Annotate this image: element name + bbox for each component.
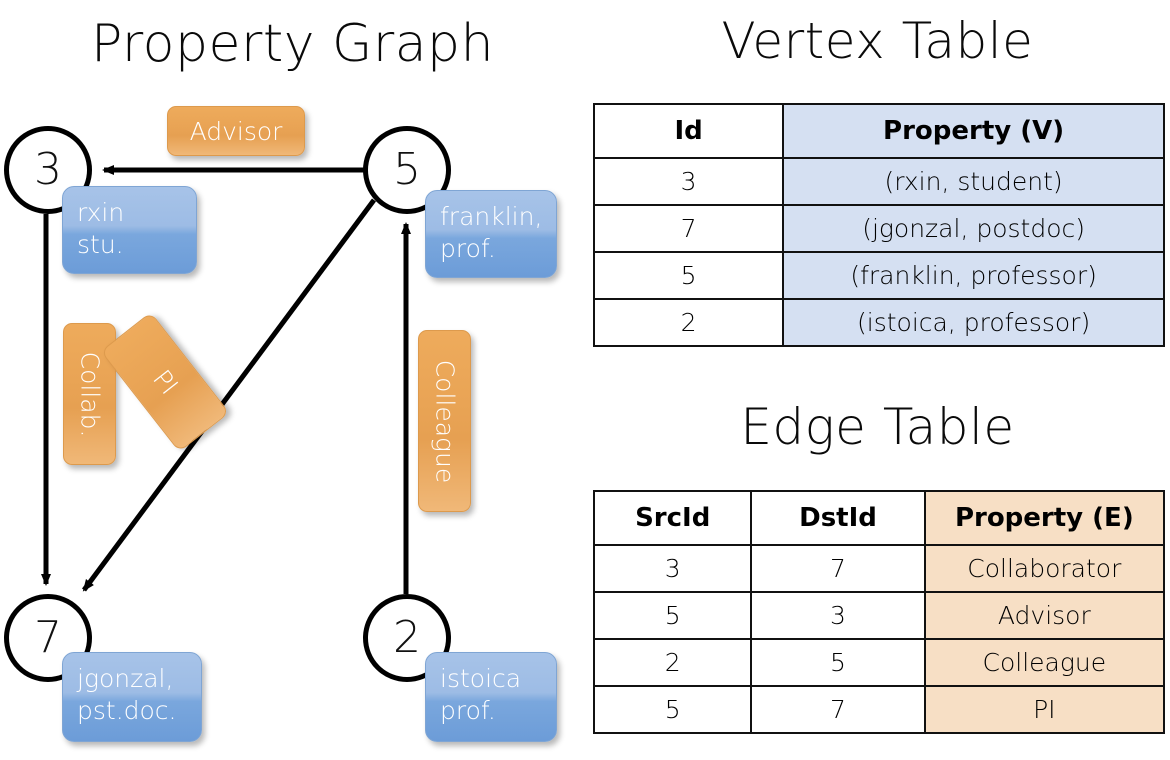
edge-arrow-pi	[81, 198, 377, 592]
table-row: 2 5 Colleague	[592, 638, 1166, 687]
table-row: 7 (jgonzal, postdoc)	[592, 204, 1165, 253]
table-header-row: Id Property (V)	[592, 103, 1165, 159]
edge-table-cell-dstid: 7	[750, 685, 926, 734]
vertex-table: Id Property (V) 3 (rxin, student) 7 (jgo…	[592, 103, 1165, 347]
page-title-edge-table: Edge Table	[740, 398, 1015, 456]
edge-table-cell-srcid: 3	[592, 544, 753, 593]
table-row: 2 (istoica, professor)	[592, 298, 1165, 347]
vertex-table-cell-id: 5	[592, 251, 785, 300]
vertex-node-3-label: 3	[34, 144, 62, 195]
table-row: 5 3 Advisor	[592, 591, 1166, 640]
vertex-node-5[interactable]: 5	[363, 126, 451, 214]
edge-table-cell-property: Advisor	[923, 591, 1166, 640]
vertex-table-header-id: Id	[592, 103, 785, 159]
table-header-row: SrcId DstId Property (E)	[592, 490, 1166, 546]
vertex-table-header-property: Property (V)	[782, 103, 1165, 159]
vertex-table-cell-property: (franklin, professor)	[782, 251, 1165, 300]
table-row: 3 (rxin, student)	[592, 157, 1165, 206]
vertex-table-cell-id: 7	[592, 204, 785, 253]
table-row: 5 7 PI	[592, 685, 1166, 734]
vertex-table-cell-property: (rxin, student)	[782, 157, 1165, 206]
page-title-property-graph: Property Graph	[90, 14, 495, 74]
edge-label-colleague: Colleague	[418, 330, 471, 512]
vertex-property-box-jgonzal: jgonzal, pst.doc.	[62, 652, 202, 742]
edge-table: SrcId DstId Property (E) 3 7 Collaborato…	[592, 490, 1166, 734]
vertex-property-box-franklin: franklin, prof.	[425, 190, 557, 278]
edge-table-cell-srcid: 5	[592, 685, 753, 734]
page-title-vertex-table: Vertex Table	[721, 12, 1034, 70]
vertex-property-box-istoica: istoica prof.	[425, 652, 557, 742]
vertex-table-cell-property: (istoica, professor)	[782, 298, 1165, 347]
vertex-property-box-rxin: rxin stu.	[62, 186, 197, 274]
edge-label-colleague-text: Colleague	[430, 359, 460, 483]
property-graph-panel: 3 5 7 2 rxin stu. franklin, prof. jgonza…	[4, 106, 557, 742]
vertex-node-2[interactable]: 2	[363, 594, 451, 682]
edge-table-cell-property: PI	[923, 685, 1166, 734]
edge-table-cell-property: Collaborator	[923, 544, 1166, 593]
edge-table-header-property: Property (E)	[923, 490, 1166, 546]
table-row: 3 7 Collaborator	[592, 544, 1166, 593]
vertex-node-2-label: 2	[393, 612, 421, 663]
edge-table-cell-dstid: 7	[750, 544, 926, 593]
vertex-table-cell-id: 3	[592, 157, 785, 206]
edge-table-cell-srcid: 2	[592, 638, 753, 687]
edge-label-collaborator-text: Collab.	[75, 351, 104, 437]
edge-table-cell-srcid: 5	[592, 591, 753, 640]
vertex-table-cell-property: (jgonzal, postdoc)	[782, 204, 1165, 253]
edge-label-pi-text: PI	[146, 364, 184, 400]
vertex-table-cell-id: 2	[592, 298, 785, 347]
edge-table-cell-property: Colleague	[923, 638, 1166, 687]
table-row: 5 (franklin, professor)	[592, 251, 1165, 300]
vertex-node-5-label: 5	[393, 144, 421, 195]
edge-table-header-dstid: DstId	[750, 490, 926, 546]
edge-table-cell-dstid: 3	[750, 591, 926, 640]
edge-table-header-srcid: SrcId	[592, 490, 753, 546]
edge-label-advisor: Advisor	[167, 106, 305, 156]
graph-edges-layer	[41, 165, 411, 594]
vertex-node-7-label: 7	[34, 612, 62, 663]
edge-label-advisor-text: Advisor	[189, 116, 283, 146]
edge-table-cell-dstid: 5	[750, 638, 926, 687]
